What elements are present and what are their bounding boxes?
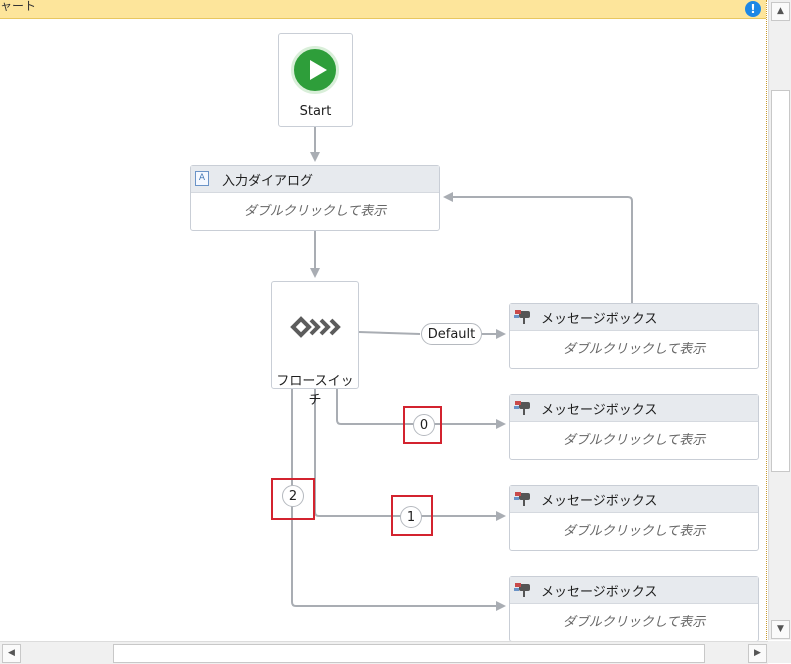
designer-header: ャート ! <box>0 0 766 19</box>
activity-header: メッセージボックス <box>510 304 758 331</box>
scroll-up-icon[interactable]: ▲ <box>771 2 790 21</box>
input-dialog-icon: A <box>195 171 209 186</box>
vertical-scroll-thumb[interactable] <box>771 90 790 472</box>
activity-header: メッセージボックス <box>510 395 758 422</box>
message-box-activity-case-2[interactable]: メッセージボックス ダブルクリックして表示 <box>509 576 759 642</box>
activity-hint: ダブルクリックして表示 <box>562 342 706 357</box>
mailbox-icon <box>514 310 530 324</box>
activity-header: メッセージボックス <box>510 486 758 513</box>
scrollbar-corner <box>768 641 791 663</box>
activity-hint: ダブルクリックして表示 <box>243 204 387 219</box>
activity-hint: ダブルクリックして表示 <box>562 524 706 539</box>
mailbox-icon <box>514 492 530 506</box>
flow-switch-node[interactable]: フロースイッチ <box>271 281 359 408</box>
wire-case-2 <box>291 389 506 611</box>
case-label-1[interactable]: 1 <box>400 506 422 528</box>
activity-hint: ダブルクリックして表示 <box>562 615 706 630</box>
input-dialog-activity[interactable]: A 入力ダイアログ ダブルクリックして表示 <box>190 165 440 231</box>
activity-name: 入力ダイアログ <box>222 174 314 189</box>
designer-title: ャート <box>0 0 37 13</box>
canvas-edge <box>766 0 767 640</box>
flow-connectors <box>291 127 633 611</box>
activity-hint: ダブルクリックして表示 <box>562 433 706 448</box>
scroll-left-icon[interactable]: ◀ <box>2 644 21 663</box>
wire-default <box>358 332 504 334</box>
message-box-activity-default[interactable]: メッセージボックス ダブルクリックして表示 <box>509 303 759 369</box>
activity-name: メッセージボックス <box>541 312 658 327</box>
activity-name: メッセージボックス <box>541 403 658 418</box>
horizontal-scrollbar[interactable]: ◀ ▶ <box>0 641 768 664</box>
wire-loop-back <box>443 192 633 303</box>
highlight-box-case-2 <box>271 478 315 520</box>
case-label-2[interactable]: 2 <box>282 485 304 507</box>
message-box-activity-case-1[interactable]: メッセージボックス ダブルクリックして表示 <box>509 485 759 551</box>
scroll-right-icon[interactable]: ▶ <box>748 644 767 663</box>
start-node[interactable]: Start <box>278 33 353 127</box>
scroll-down-icon[interactable]: ▼ <box>771 620 790 639</box>
highlight-box-case-1 <box>391 495 433 536</box>
case-label-0[interactable]: 0 <box>413 414 435 436</box>
play-icon <box>291 46 339 94</box>
case-label-default[interactable]: Default <box>421 323 482 345</box>
info-icon[interactable]: ! <box>745 1 761 17</box>
start-label: Start <box>299 104 332 119</box>
flow-switch-label: フロースイッチ <box>276 374 354 408</box>
activity-name: メッセージボックス <box>541 585 658 600</box>
wire-case-0 <box>336 389 506 429</box>
activity-header: メッセージボックス <box>510 577 758 604</box>
mailbox-icon <box>514 583 530 597</box>
activity-name: メッセージボックス <box>541 494 658 509</box>
activity-header: A 入力ダイアログ <box>191 166 439 193</box>
flow-switch-icon <box>290 316 341 338</box>
horizontal-scroll-thumb[interactable] <box>113 644 705 663</box>
message-box-activity-case-0[interactable]: メッセージボックス ダブルクリックして表示 <box>509 394 759 460</box>
highlight-box-case-0 <box>403 406 442 444</box>
vertical-scrollbar[interactable]: ▲ ▼ <box>768 0 791 640</box>
mailbox-icon <box>514 401 530 415</box>
wire-case-1 <box>314 389 506 521</box>
